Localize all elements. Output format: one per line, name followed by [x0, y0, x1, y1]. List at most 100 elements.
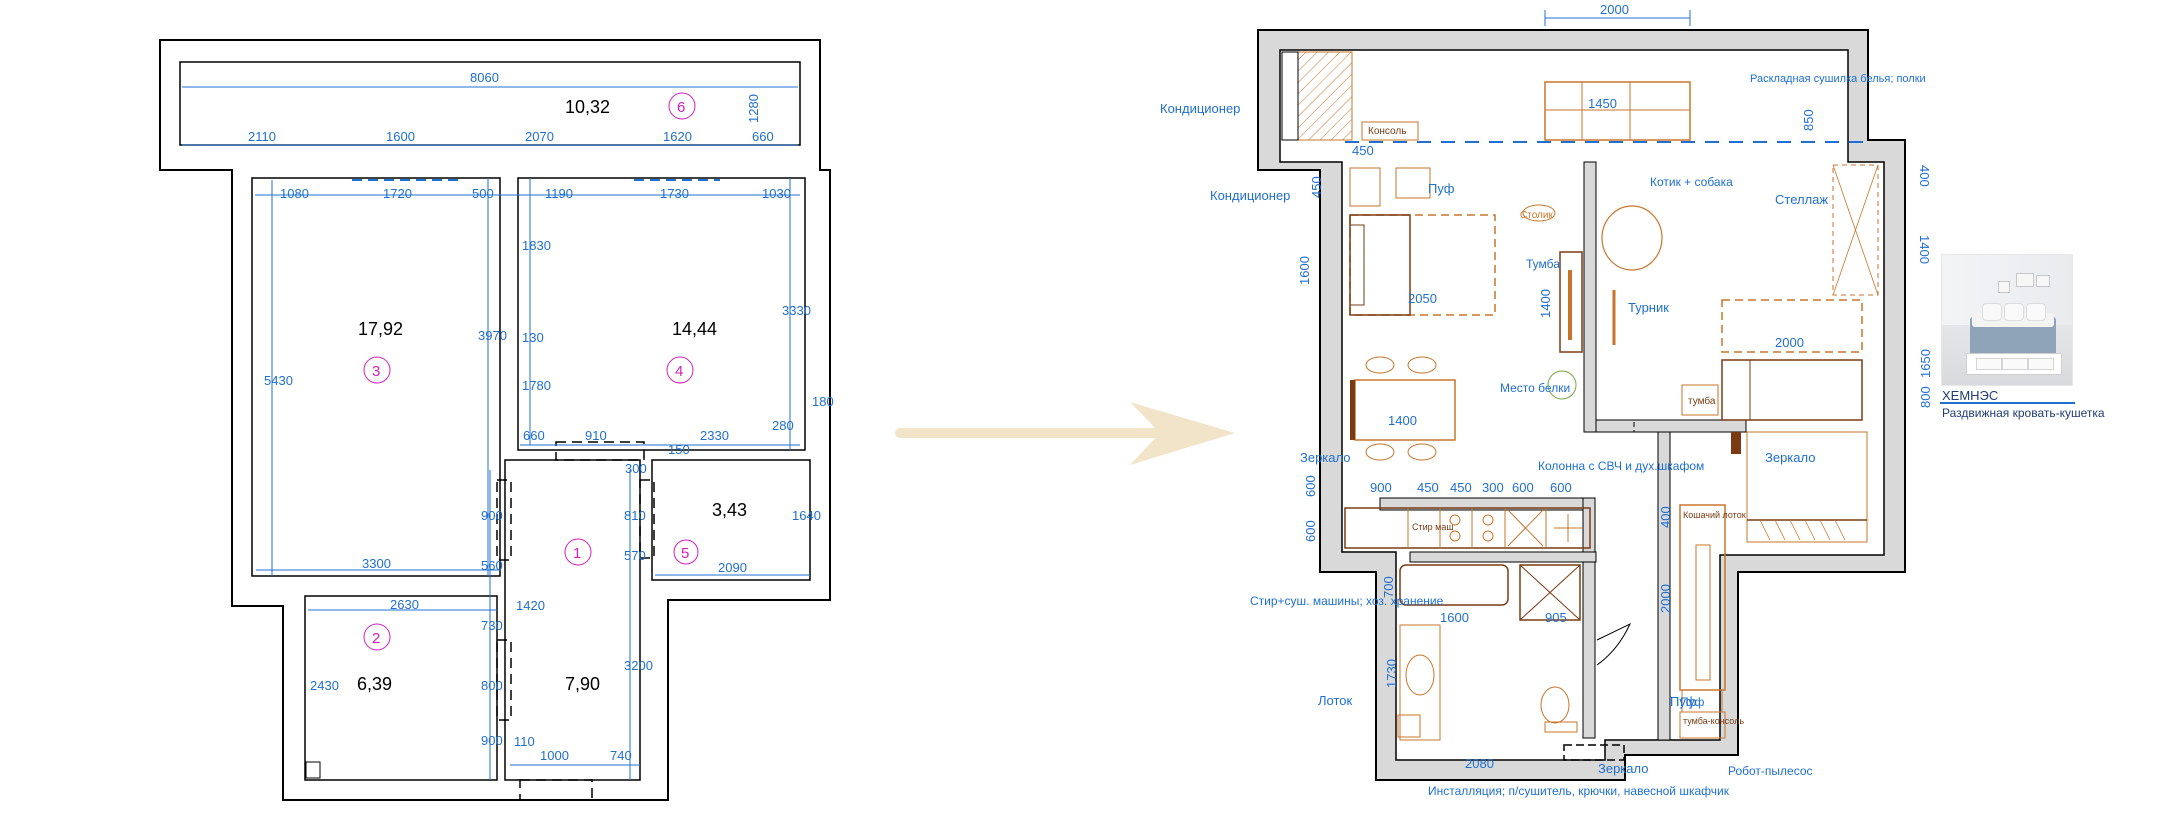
dim-before: 1080: [280, 186, 309, 201]
dim-before: 1000: [540, 748, 569, 763]
dim-after: 450: [1450, 480, 1472, 495]
dim-before: 1600: [386, 129, 415, 144]
room-area: 7,90: [565, 674, 600, 694]
dim-before: 1280: [746, 94, 761, 123]
dim-before: 2090: [718, 560, 747, 575]
dim-after: 900: [1370, 480, 1392, 495]
room-number: 2: [372, 630, 380, 647]
dim-before: 1030: [762, 186, 791, 201]
dim-before: 2630: [390, 597, 419, 612]
dim-after: 1450: [1588, 96, 1617, 111]
dim-before: 150: [668, 442, 690, 457]
room-number: 6: [677, 99, 685, 116]
dim-before: 1620: [663, 129, 692, 144]
room-area: 6,39: [357, 674, 392, 694]
annotation-cat-dog: Котик + собака: [1650, 175, 1733, 189]
dim-after: 600: [1550, 480, 1572, 495]
room-area: 14,44: [672, 319, 717, 339]
dim-before: 1830: [522, 238, 551, 253]
dim-after: 1600: [1440, 610, 1469, 625]
before-plan: [159, 39, 831, 801]
furniture-label: Пуф: [1680, 695, 1704, 709]
dim-before: 1190: [545, 186, 573, 201]
dim-after: 450: [1309, 176, 1324, 198]
dim-after: 400: [1658, 506, 1673, 528]
furniture-label: Столик: [1520, 210, 1553, 221]
arrow-right-icon: [895, 402, 1235, 465]
dim-after: 600: [1512, 480, 1534, 495]
annotation-litter: Лоток: [1318, 693, 1353, 708]
annotation-column: Колонна с СВЧ и дух.шкафом: [1538, 459, 1704, 473]
after-plan: [1257, 10, 2075, 781]
furniture-label: Стир маш: [1412, 522, 1454, 532]
dim-before: 740: [610, 748, 632, 763]
annotation-ac-2: Кондиционер: [1210, 188, 1290, 203]
dim-before: 900: [481, 733, 503, 748]
dim-before: 8060: [470, 70, 499, 85]
dim-before: 3200: [624, 658, 653, 673]
dim-after: 450: [1352, 143, 1374, 158]
annotations: Кондиционер Кондиционер Раскладная сушил…: [1160, 73, 2105, 798]
dim-before: 2430: [310, 678, 339, 693]
furniture-label: тумба-консоль: [1683, 716, 1744, 726]
room-number: 1: [573, 545, 581, 562]
dim-after: 1400: [1388, 413, 1417, 428]
annotation-shelving: Стеллаж: [1775, 192, 1828, 207]
dim-before: 560: [481, 558, 503, 573]
dim-before: 900: [481, 508, 503, 523]
before-rooms: 6 10,32 3 17,92 4 14,44 5 3,43 1 7,90 2 …: [357, 92, 747, 694]
dim-before: 910: [585, 428, 607, 443]
dim-after: 700: [1381, 576, 1396, 598]
annotation-robot: Робот-пылесос: [1728, 764, 1813, 778]
dim-after: 905: [1545, 610, 1567, 625]
furniture-label: Консоль: [1368, 126, 1406, 137]
furniture-label: Тумба: [1526, 257, 1560, 271]
dim-before: 130: [522, 330, 544, 345]
annotation-mirror-1: Зеркало: [1300, 450, 1350, 465]
annotation-pouf-2: Пуф: [1428, 181, 1455, 196]
dim-after: 2000: [1600, 2, 1629, 17]
annotation-mirror-2: Зеркало: [1765, 450, 1815, 465]
annotation-pouf: Пуф: [1670, 694, 1697, 709]
dim-before: 300: [625, 461, 647, 476]
dim-before: 660: [752, 129, 774, 144]
dim-after: 1400: [1538, 289, 1553, 318]
dim-before: 2330: [700, 428, 729, 443]
dim-before: 1720: [383, 186, 412, 201]
dim-after: 800: [1918, 386, 1933, 408]
dim-before: 1780: [522, 378, 551, 393]
hemnes-desc: Раздвижная кровать-кушетка: [1942, 406, 2105, 420]
dim-after: 600: [1303, 475, 1318, 497]
dim-before: 180: [812, 394, 834, 409]
annotation-squirrel: Место белки: [1500, 381, 1570, 395]
dim-before: 110: [514, 734, 535, 749]
after-dimensions: 2000 1450 850 450 450 1600 2050 1400 140…: [1297, 2, 1933, 771]
furniture-label: Кошачий лоток: [1683, 510, 1746, 520]
dim-after: 1650: [1918, 349, 1933, 378]
room-number: 3: [372, 363, 380, 380]
room-area: 17,92: [358, 319, 403, 339]
room-area: 3,43: [712, 500, 747, 520]
dim-after: 450: [1417, 480, 1439, 495]
dim-before: 1730: [660, 186, 689, 201]
hemnes-title: ХЕМНЭС: [1942, 388, 1998, 403]
dim-before: 1420: [516, 598, 545, 613]
dim-before: 730: [481, 618, 503, 633]
dim-before: 280: [772, 418, 794, 433]
dim-before: 2110: [248, 129, 276, 144]
annotation-ac-1: Кондиционер: [1160, 101, 1240, 116]
dim-before: 3330: [782, 303, 811, 318]
dim-before: 5430: [264, 373, 293, 388]
dim-before: 1640: [792, 508, 821, 523]
dim-after: 850: [1801, 109, 1816, 131]
dim-after: 2000: [1658, 584, 1673, 613]
dim-after: 2000: [1775, 335, 1804, 350]
dim-after: 1730: [1384, 659, 1399, 688]
dim-before: 810: [624, 508, 646, 523]
annotation-pullup: Турник: [1628, 300, 1669, 315]
dim-before: 500: [472, 186, 494, 201]
room-number: 5: [681, 545, 689, 562]
annotation-washer: Стир+суш. машины; хоз. хранение: [1250, 594, 1444, 608]
annotation-dryer: Раскладная сушилка белья; полки: [1750, 73, 1926, 85]
